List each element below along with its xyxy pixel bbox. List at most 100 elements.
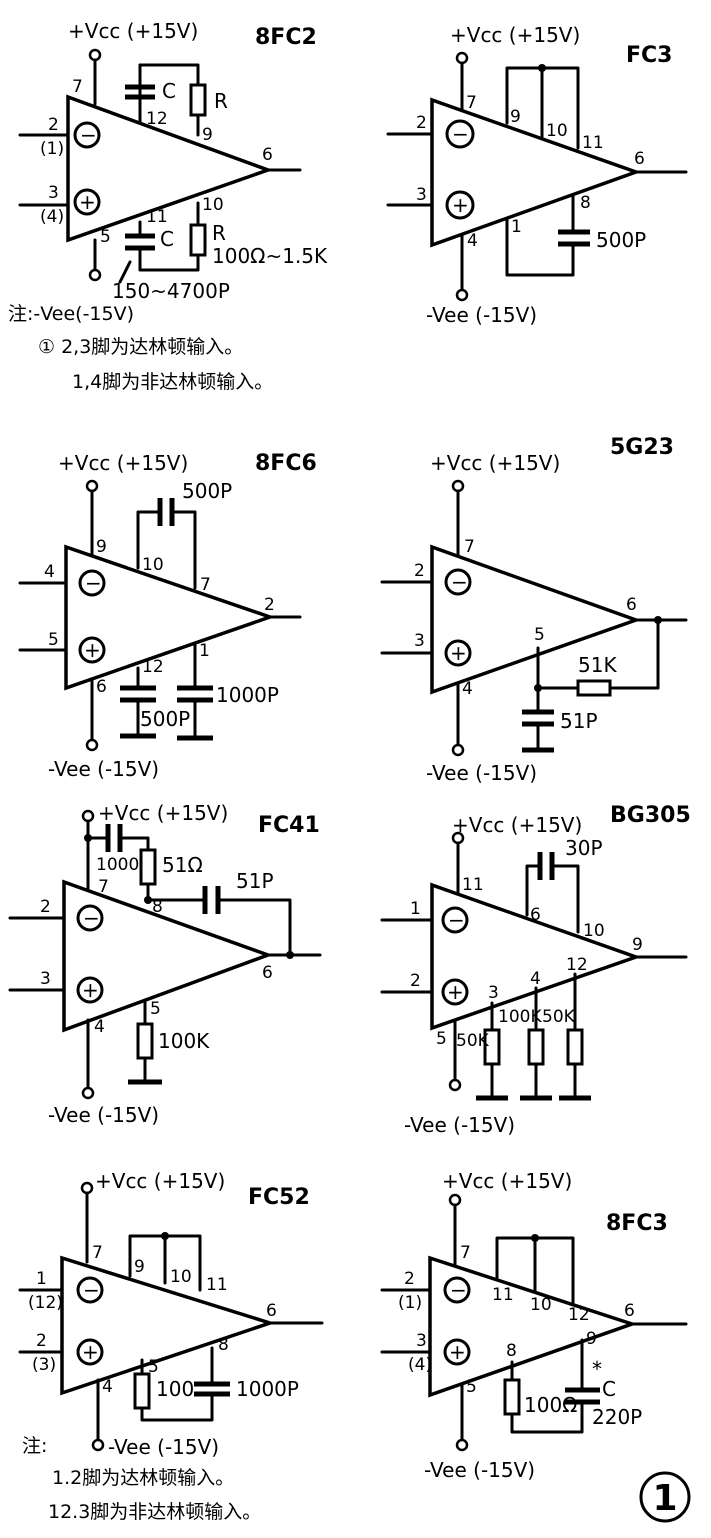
inverting-input-5g23 — [444, 568, 472, 596]
svg-text:2: 2 — [40, 897, 51, 917]
note-8fc2-head: 注:-Vee(-15V) — [8, 303, 134, 325]
figure-number: 1 — [639, 1471, 691, 1523]
svg-text:−: − — [83, 906, 100, 930]
resistor-100k-fc41 — [136, 1022, 154, 1060]
svg-text:8: 8 — [152, 897, 163, 917]
note-8fc2-line2: 1,4脚为非达林顿输入。 — [72, 371, 273, 393]
svg-text:50K: 50K — [456, 1031, 490, 1051]
svg-text:12: 12 — [568, 1305, 590, 1325]
svg-text:1000P: 1000P — [236, 1377, 299, 1401]
resistor-100-ohm-8fc3 — [503, 1378, 521, 1416]
svg-text:−: − — [80, 123, 97, 147]
svg-text:50K: 50K — [542, 1007, 576, 1027]
svg-text:100Ω~1.5K: 100Ω~1.5K — [212, 244, 328, 268]
svg-text:7: 7 — [466, 93, 477, 113]
svg-text:(12): (12) — [28, 1293, 63, 1313]
op-amp-fc3 — [430, 97, 642, 248]
svg-text:−: − — [85, 571, 102, 595]
svg-text:7: 7 — [92, 1243, 103, 1263]
op-amp-8fc2 — [66, 94, 274, 243]
svg-text:5: 5 — [436, 1029, 447, 1049]
note-8fc2-line1: ① 2,3脚为达林顿输入。 — [38, 336, 243, 358]
svg-text:9: 9 — [96, 537, 107, 557]
svg-text:51P: 51P — [560, 709, 598, 733]
svg-text:500P: 500P — [182, 479, 232, 503]
noninverting-input-fc52 — [76, 1338, 104, 1366]
svg-text:11: 11 — [206, 1275, 228, 1295]
vcc-label-fc41: +Vcc (+15V) — [98, 801, 228, 825]
svg-text:+: + — [452, 193, 469, 217]
note-fc52-head: 注: — [22, 1435, 47, 1457]
circuit-name-8fc6: 8FC6 — [255, 451, 317, 476]
svg-text:+: + — [450, 641, 467, 665]
svg-text:1: 1 — [199, 641, 210, 661]
vee-terminal-fc52 — [91, 1438, 105, 1452]
capacitor-500p-fc3 — [558, 229, 590, 247]
op-amp-5g23 — [430, 544, 642, 695]
svg-text:+: + — [84, 638, 101, 662]
svg-text:11: 11 — [146, 207, 168, 227]
circuit-5g23: 5G23 +Vcc (+15V) − + 51K 51P -Vee (-15V)… — [380, 435, 688, 785]
svg-text:6: 6 — [262, 145, 273, 165]
svg-text:7: 7 — [464, 537, 475, 557]
svg-text:3: 3 — [414, 631, 425, 651]
capacitor-30p-bg305 — [537, 852, 555, 880]
svg-text:2: 2 — [404, 1269, 415, 1289]
op-amp-fc41 — [62, 879, 274, 1033]
circuit-fc3: FC3 +Vcc (+15V) − + 500P -Vee (-15V) 7 9… — [386, 23, 688, 327]
noninverting-input-8fc3 — [443, 1338, 471, 1366]
circuit-name-bg305: BG305 — [610, 803, 691, 828]
svg-text:−: − — [83, 1278, 100, 1302]
svg-text:5: 5 — [534, 625, 545, 645]
circuit-name-8fc2: 8FC2 — [255, 25, 317, 50]
circuit-bg305: BG305 +Vcc (+15V) 30P − + 50K 100K 50K -… — [380, 803, 691, 1137]
svg-text:(3): (3) — [32, 1355, 56, 1375]
svg-text:R: R — [214, 89, 228, 113]
svg-text:7: 7 — [460, 1243, 471, 1263]
svg-text:1000: 1000 — [96, 855, 139, 875]
resistor-50k-pin12-bg305 — [566, 1028, 584, 1066]
vcc-label-fc52: +Vcc (+15V) — [95, 1169, 225, 1193]
resistor-100k-pin4-bg305 — [527, 1028, 545, 1066]
svg-text:+: + — [82, 978, 99, 1002]
vcc-label-5g23: +Vcc (+15V) — [430, 451, 560, 475]
svg-text:500P: 500P — [140, 707, 190, 731]
noninverting-input-fc41 — [76, 976, 104, 1004]
svg-text:11: 11 — [492, 1285, 514, 1305]
svg-text:10: 10 — [546, 121, 568, 141]
svg-text:2: 2 — [414, 561, 425, 581]
svg-text:10: 10 — [142, 555, 164, 575]
capacitor-500p-bottom-8fc6 — [120, 685, 156, 703]
svg-text:8: 8 — [580, 193, 591, 213]
svg-text:30P: 30P — [565, 836, 603, 860]
svg-text:+: + — [449, 1340, 466, 1364]
svg-text:−: − — [451, 570, 468, 594]
svg-text:12: 12 — [142, 657, 164, 677]
svg-text:5: 5 — [100, 227, 111, 247]
svg-text:9: 9 — [632, 935, 643, 955]
svg-text:8: 8 — [218, 1335, 229, 1355]
resistor-r-top-8fc2 — [189, 83, 207, 117]
svg-text:+: + — [82, 1340, 99, 1364]
svg-text:100K: 100K — [158, 1029, 210, 1053]
svg-text:7: 7 — [72, 77, 83, 97]
vee-terminal-8fc6 — [85, 738, 99, 752]
svg-text:6: 6 — [262, 963, 273, 983]
svg-text:10: 10 — [583, 921, 605, 941]
svg-text:6: 6 — [96, 677, 107, 697]
svg-text:(4): (4) — [408, 1355, 432, 1375]
inverting-input-8fc3 — [443, 1276, 471, 1304]
svg-text:4: 4 — [102, 1377, 113, 1397]
capacitor-500p-top-8fc6 — [157, 498, 175, 526]
svg-text:6: 6 — [530, 905, 541, 925]
circuit-name-fc3: FC3 — [626, 43, 672, 68]
svg-text:1000P: 1000P — [216, 683, 279, 707]
vee-terminal-fc3 — [455, 288, 469, 302]
vee-label-8fc6: -Vee (-15V) — [48, 757, 159, 781]
resistor-r-bottom-8fc2 — [189, 223, 207, 257]
svg-text:*: * — [592, 1357, 602, 1381]
capacitor-220p-8fc3 — [565, 1387, 600, 1405]
svg-text:C: C — [160, 227, 174, 251]
inverting-input-fc3 — [445, 119, 475, 149]
svg-text:6: 6 — [634, 149, 645, 169]
